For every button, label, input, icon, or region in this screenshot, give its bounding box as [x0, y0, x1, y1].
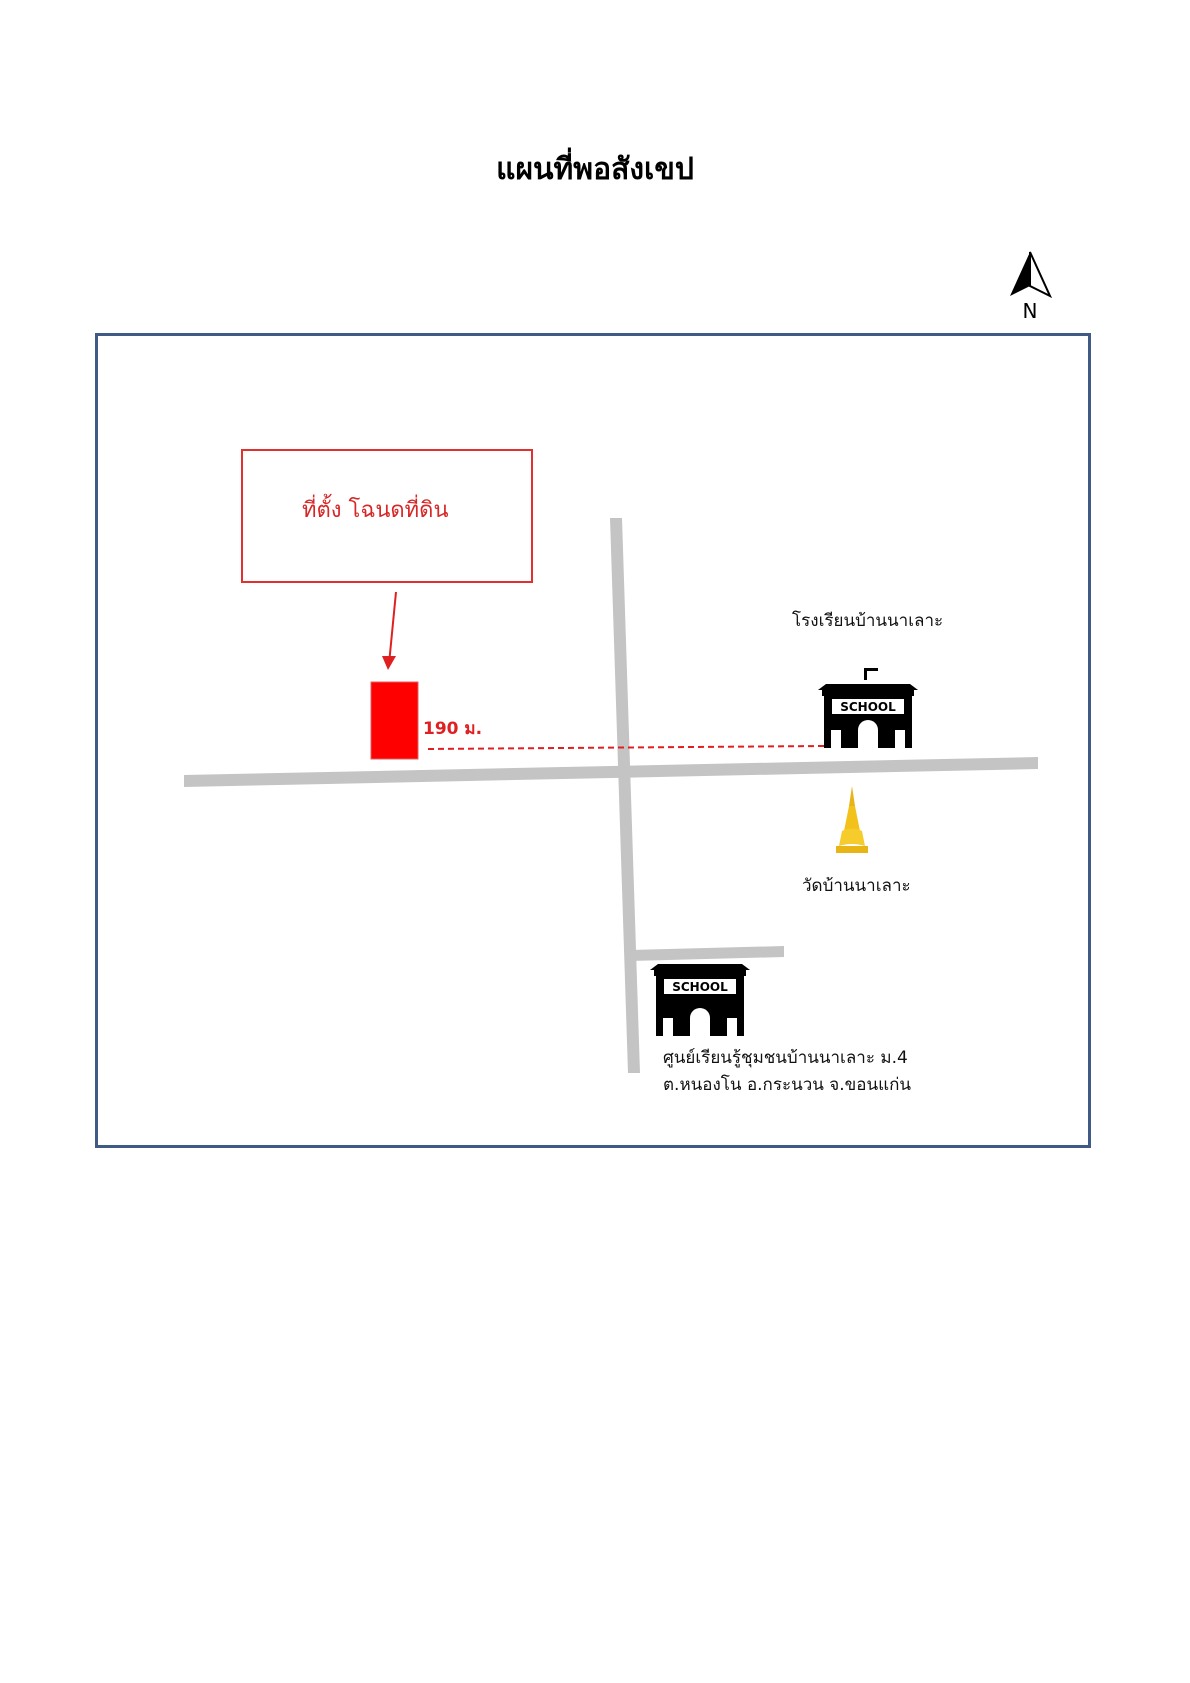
school-bottom-sign: SCHOOL: [672, 980, 728, 994]
school-bottom-name-line1: ศูนย์เรียนรู้ชุมชนบ้านนาเลาะ ม.4: [663, 1048, 908, 1068]
land-plot: [370, 681, 419, 760]
school-bottom-name-line2: ต.หนองโน อ.กระนวน จ.ขอนแก่น: [663, 1075, 911, 1095]
north-label: N: [1023, 299, 1038, 322]
callout-arrowhead: [382, 656, 396, 670]
map-frame: [95, 333, 1091, 1148]
map-title: แผนที่พอสังเขป: [496, 152, 694, 187]
callout-arrow: [388, 591, 397, 665]
stupa-icon: [836, 786, 868, 853]
distance-label: 190 ม.: [423, 719, 483, 739]
school-top-name: โรงเรียนบ้านนาเลาะ: [792, 611, 944, 631]
road-main-vertical: [610, 518, 640, 1073]
school-top-sign: SCHOOL: [840, 700, 896, 714]
land-callout-label: ที่ตั้ง โฉนดที่ดิน: [302, 498, 449, 523]
north-arrow-icon: N: [1010, 251, 1053, 322]
temple-name: วัดบ้านนาเลาะ: [802, 876, 911, 896]
distance-line: [427, 745, 825, 750]
road-main-horizontal: [184, 757, 1038, 787]
road-branch: [632, 946, 784, 961]
school-icon: SCHOOL: [650, 964, 750, 1036]
school-icon: SCHOOL: [818, 668, 918, 748]
land-callout-box: [241, 449, 533, 583]
